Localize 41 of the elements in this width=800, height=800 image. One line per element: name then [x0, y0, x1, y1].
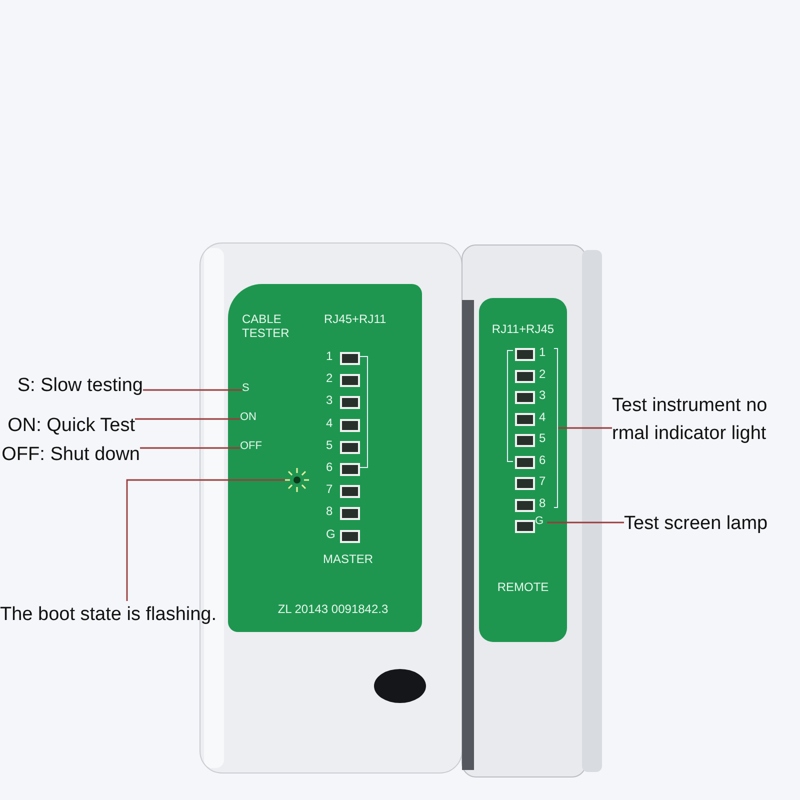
leader-line	[558, 427, 612, 429]
connector-type: RJ45+RJ11	[324, 312, 388, 326]
led-number: 3	[539, 388, 546, 402]
patent-number: ZL 20143 0091842.3	[276, 602, 390, 616]
led-number: 4	[326, 416, 333, 430]
led-number: 2	[539, 366, 546, 381]
display-panel	[479, 298, 567, 642]
callout-text: Test instrument no rmal indicator light	[612, 392, 794, 452]
switch-label: S	[242, 382, 258, 398]
unit-name: REMOTE	[496, 580, 550, 594]
led-number: 6	[326, 460, 333, 474]
leader-line	[135, 418, 240, 420]
led-number: 3	[326, 393, 333, 408]
connector-type: RJ11+RJ45	[490, 322, 556, 336]
bracket	[554, 348, 558, 508]
led-number: 6	[539, 452, 546, 467]
led-number: 8	[326, 504, 333, 519]
callout-text: S: Slow testing	[2, 372, 143, 400]
switch-label: ON	[240, 411, 264, 427]
led-number: 1	[326, 349, 333, 364]
leader-line	[143, 389, 242, 391]
device-title: CABLE TESTER	[242, 312, 290, 341]
callout-text: ON: Quick Test	[2, 412, 135, 440]
led-number: 7	[326, 482, 333, 497]
leader-line	[547, 522, 624, 524]
switch-label: OFF	[240, 440, 268, 456]
unit-name: MASTER	[322, 552, 374, 566]
led-number: 8	[539, 496, 546, 510]
callout-text: Test screen lamp	[624, 510, 794, 538]
led-number: 1	[539, 345, 546, 360]
led-number: 4	[539, 410, 546, 424]
led-number: 2	[326, 371, 333, 386]
leader-line	[140, 447, 240, 449]
callout-text: The boot state is flashing.	[0, 601, 226, 629]
led-number: G	[326, 526, 336, 541]
led-number: 7	[539, 474, 546, 488]
display-panel	[228, 284, 422, 632]
led-number: 5	[539, 431, 546, 446]
led-number: 5	[326, 438, 333, 452]
callout-text: OFF: Shut down	[0, 441, 140, 469]
switch-label: G	[535, 515, 547, 530]
